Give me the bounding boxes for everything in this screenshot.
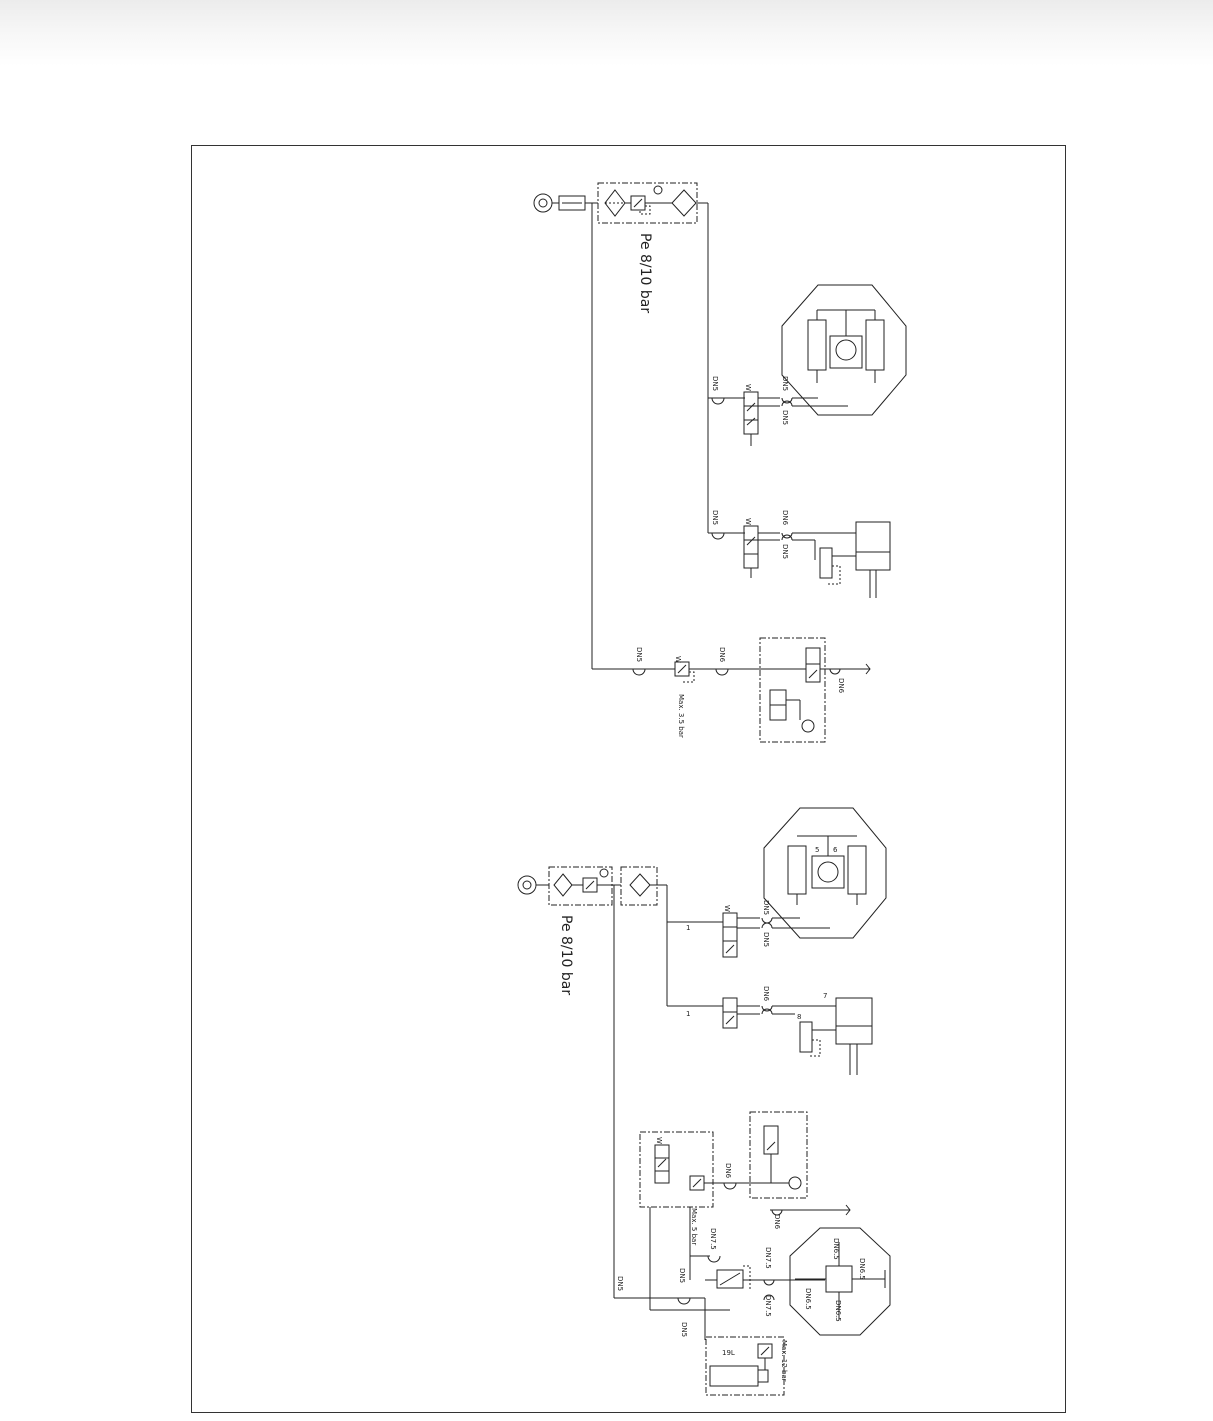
dn-label-19: DN6.5 (858, 1258, 866, 1280)
dn-label-21: DN6.5 (834, 1300, 842, 1322)
dn-label-1: DN5 (711, 376, 719, 391)
flow-control-valve-2 (799, 1021, 813, 1053)
frl-unit-bottom (548, 866, 613, 906)
top-circuit (533, 182, 907, 743)
tank-volume-label: 19L (722, 1349, 735, 1357)
dn-label-5: DN6 (781, 510, 789, 526)
dn-label-15: DN7.5 (709, 1228, 717, 1250)
air-supply-source-2 (517, 875, 537, 895)
valve-module-4 (639, 1131, 714, 1208)
w-marker-4: W (723, 905, 731, 912)
directional-valve-4 (722, 912, 738, 958)
dn-label-13: DN6 (724, 1163, 732, 1179)
dn-label-11: DN5 (762, 932, 770, 947)
rotary-actuator-housing-3 (789, 1227, 891, 1336)
regulator-label-35: Max. 3.5 bar (677, 694, 685, 738)
linear-cylinder-1 (855, 521, 891, 571)
w-marker-2: W (744, 518, 752, 525)
pressure-gauge-icon (653, 185, 663, 195)
w-marker-5: W (655, 1137, 663, 1144)
frl-unit-top (597, 182, 698, 224)
linear-cylinder-2 (835, 997, 873, 1045)
dn-label-23: DN5 (678, 1268, 686, 1283)
dn-label-16: DN7.5 (764, 1247, 772, 1269)
dn-label-18: DN6.5 (832, 1238, 840, 1260)
dn-label-9: DN6 (837, 678, 845, 694)
drawing-frame (191, 145, 1066, 1413)
air-tank-box (705, 1336, 785, 1396)
valve-module-dashed (759, 637, 826, 743)
dn-label-17: DN7.5 (764, 1295, 772, 1317)
port-number-7: 7 (823, 992, 827, 1000)
window-top-bar (0, 0, 1213, 66)
supply-pressure-label-top: Pe 8/10 bar (637, 233, 653, 313)
port-number-5: 5 (815, 846, 819, 854)
supply-pressure-label-bottom: Pe 8/10 bar (558, 915, 574, 995)
dn-label-10: DN5 (762, 900, 770, 915)
air-tank (709, 1365, 759, 1387)
bottom-circuit (517, 807, 891, 1396)
valve-block-6 (716, 1269, 744, 1289)
dn-label-14: DN6 (773, 1214, 781, 1230)
labels: Pe 8/10 bar Pe 8/10 bar Max. 3.5 bar Max… (558, 233, 866, 1382)
dn-label-24: DN5 (680, 1322, 688, 1337)
rotary-actuator-housing-1 (781, 284, 907, 416)
air-supply-source (533, 193, 553, 213)
port-number-8: 8 (797, 1013, 801, 1021)
port-number-1b: 1 (686, 1010, 690, 1018)
flow-control-valve (819, 547, 833, 579)
w-marker-3: W (674, 656, 682, 663)
rotary-actuator-housing-2 (763, 807, 887, 939)
regulator-label-12: Max. 12 bar (780, 1340, 788, 1382)
port-number-1a: 1 (686, 924, 690, 932)
dn-label-8: DN6 (718, 647, 726, 663)
dn-label-20: DN6.5 (804, 1288, 812, 1310)
dn-label-6: DN5 (781, 544, 789, 559)
pressure-gauge-icon-2 (801, 719, 815, 733)
valve-block-3 (805, 647, 821, 683)
directional-valve-5 (722, 997, 738, 1029)
regulator-label-5: Max. 5 bar (690, 1208, 698, 1245)
w-marker-1: W (744, 384, 752, 391)
valve-module-5 (749, 1111, 808, 1199)
dn-label-12: DN6 (762, 986, 770, 1002)
directional-valve-1 (743, 391, 759, 435)
dn-label-2: DN5 (781, 376, 789, 391)
dn-label-4: DN5 (711, 510, 719, 525)
directional-valve-2 (743, 525, 759, 569)
dn-label-22: DN5 (616, 1276, 624, 1291)
port-number-6: 6 (833, 846, 838, 854)
dn-label-7: DN5 (635, 647, 643, 662)
dn-label-3: DN5 (781, 410, 789, 425)
